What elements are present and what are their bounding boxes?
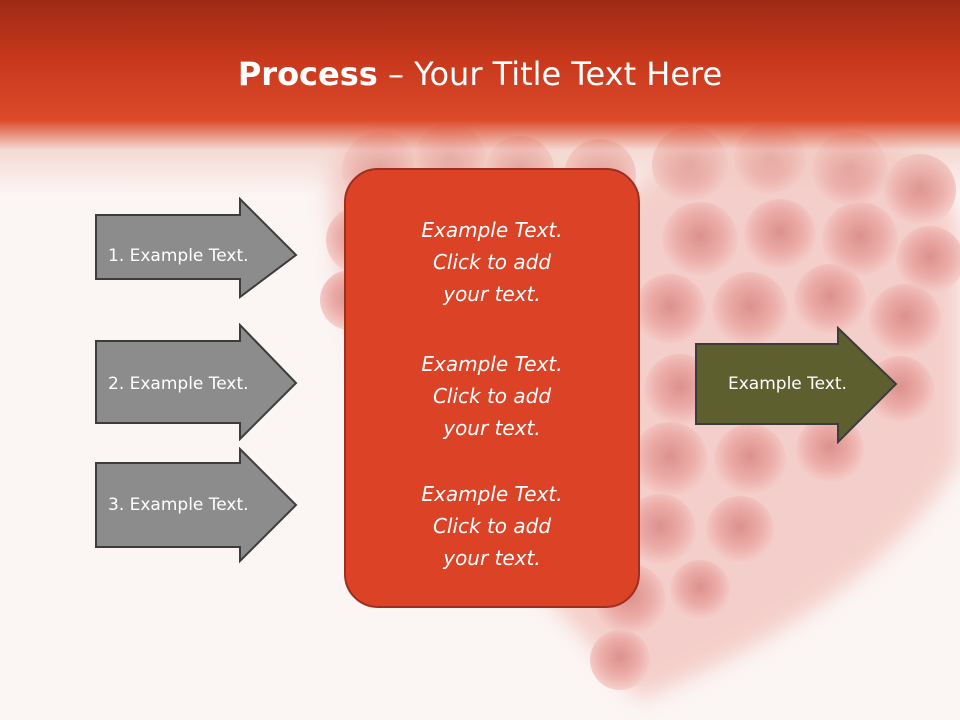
left-arrow-1-label: 1. Example Text.	[108, 246, 249, 266]
center-block-2-line-1: Example Text.	[421, 352, 563, 376]
center-block-3-line-2: Click to add	[432, 514, 552, 538]
title-rest-part: – Your Title Text Here	[377, 55, 723, 93]
header-band	[0, 0, 960, 200]
left-arrow-2-label: 2. Example Text.	[108, 374, 249, 394]
center-block-3-line-3: your text.	[443, 546, 541, 570]
center-block-1-line-1: Example Text.	[421, 218, 563, 242]
center-block-1-line-3: your text.	[443, 282, 541, 306]
center-text-box[interactable]: Example Text. Click to add your text. Ex…	[344, 168, 640, 608]
right-arrow-label: Example Text.	[728, 374, 847, 394]
center-block-2: Example Text. Click to add your text.	[346, 348, 638, 444]
center-block-2-line-2: Click to add	[432, 384, 552, 408]
left-arrow-3-label: 3. Example Text.	[108, 495, 249, 515]
center-block-2-line-3: your text.	[443, 416, 541, 440]
slide-title[interactable]: Process – Your Title Text Here	[0, 52, 960, 96]
center-block-3-line-1: Example Text.	[421, 482, 563, 506]
title-bold-part: Process	[237, 55, 378, 93]
center-block-1: Example Text. Click to add your text.	[346, 214, 638, 310]
center-block-3: Example Text. Click to add your text.	[346, 478, 638, 574]
left-arrow-3[interactable]	[94, 447, 300, 565]
left-arrow-1[interactable]	[94, 197, 300, 301]
left-arrow-2[interactable]	[94, 323, 300, 441]
right-arrow[interactable]	[694, 326, 900, 444]
center-block-1-line-2: Click to add	[432, 250, 552, 274]
